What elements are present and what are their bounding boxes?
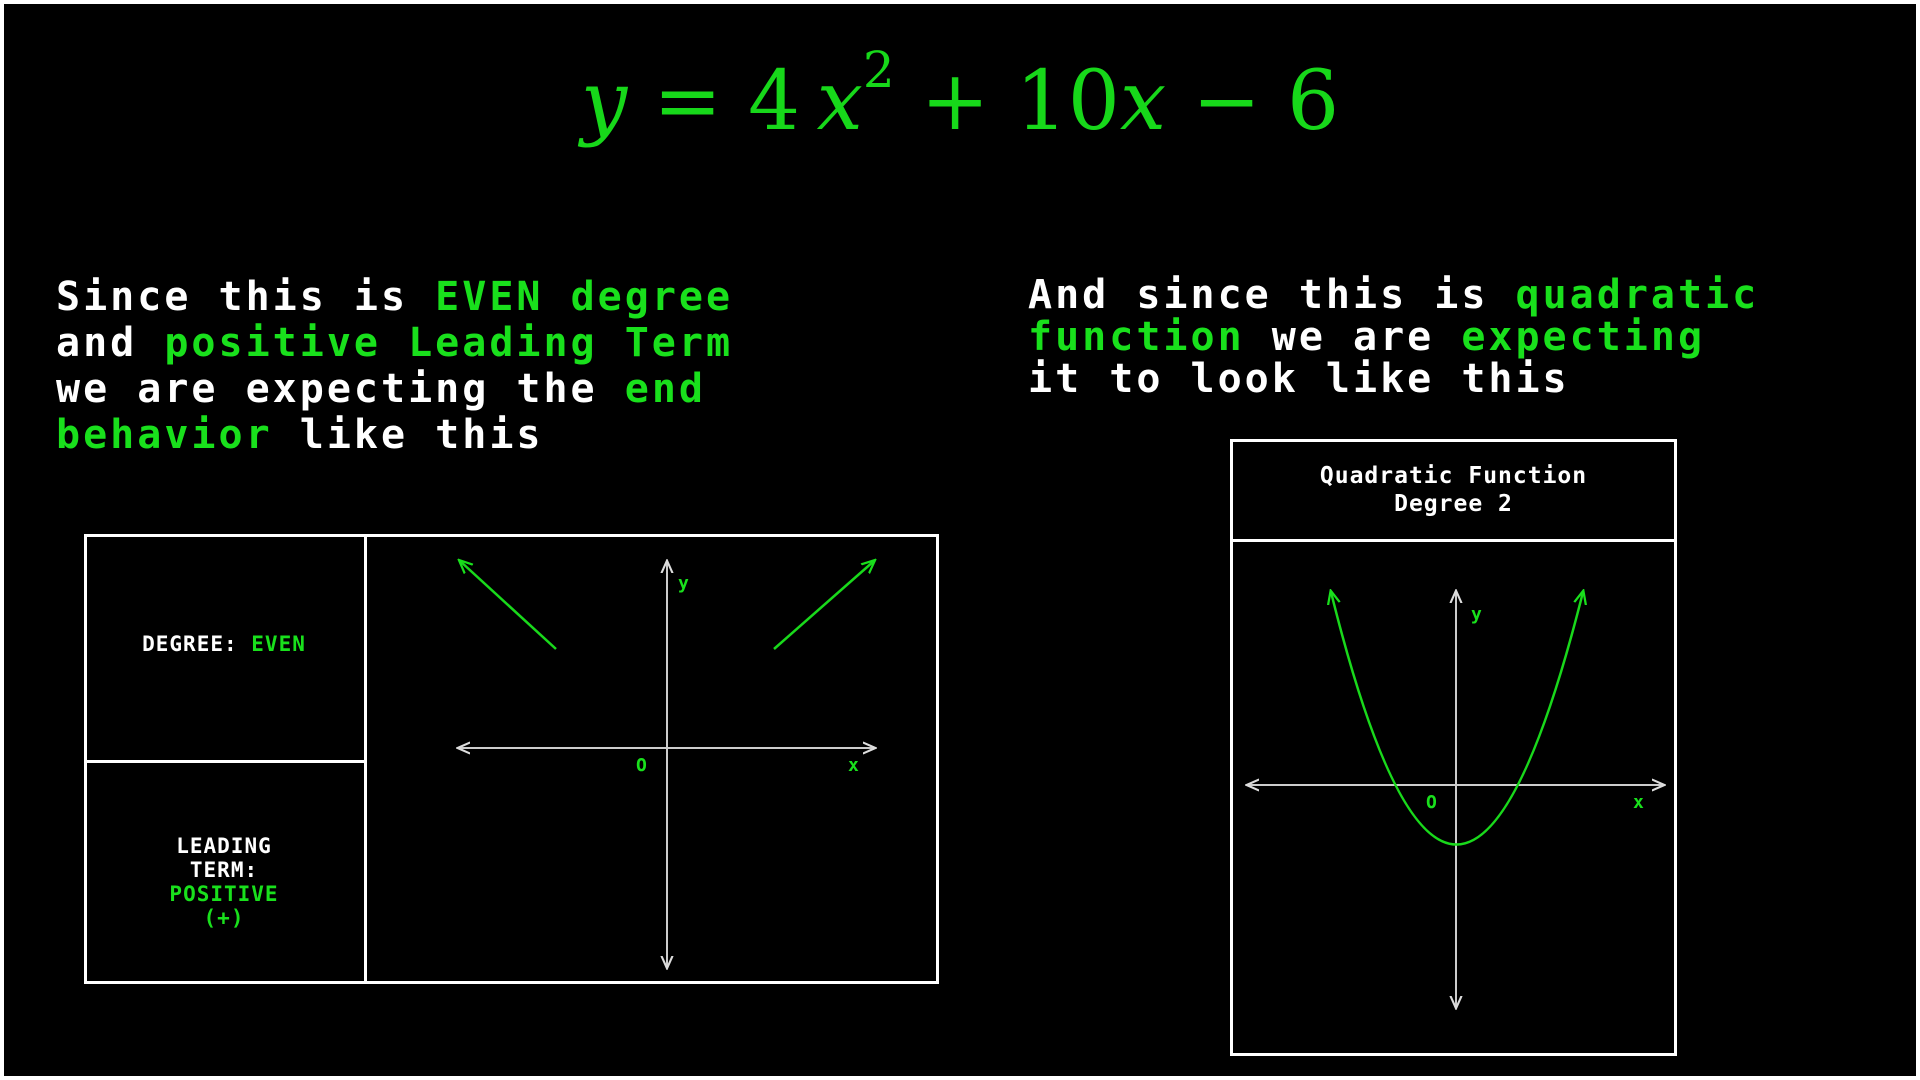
- parabola-curve: [1331, 592, 1583, 846]
- card-divider: [1233, 539, 1674, 542]
- left-end-arrow: [460, 561, 557, 650]
- quadratic-explanation: And since this is quadratic function we …: [1028, 272, 1760, 402]
- degree-cell: DEGREE: EVEN: [84, 534, 367, 763]
- end-behavior-explanation: Since this is EVEN degree and positive L…: [56, 274, 734, 458]
- end-behavior-table: DEGREE: EVEN LEADING TERM: POSITIVE (+): [84, 534, 939, 984]
- slide: y = 4 x2 + 10x − 6 Since this is EVEN de…: [4, 4, 1916, 1076]
- degree-label: DEGREE: EVEN: [142, 632, 306, 656]
- end-behavior-graph: y O x: [364, 537, 936, 981]
- x-axis-label: x: [1633, 792, 1644, 813]
- leading-term-cell: LEADING TERM: POSITIVE (+): [84, 760, 367, 984]
- origin-label: O: [636, 755, 647, 776]
- right-end-arrow: [773, 561, 874, 650]
- x-axis-label: x: [848, 755, 859, 776]
- leading-term-label: LEADING TERM: POSITIVE (+): [169, 834, 279, 930]
- quadratic-card: Quadratic Function Degree 2 y O x: [1230, 439, 1677, 1056]
- equation: y = 4 x2 + 10x − 6: [580, 40, 1340, 149]
- parabola-graph: y O x: [1233, 542, 1674, 1053]
- quadratic-card-title: Quadratic Function Degree 2: [1319, 463, 1588, 517]
- origin-label: O: [1426, 792, 1437, 813]
- y-axis-label: y: [678, 573, 689, 594]
- y-axis-label: y: [1471, 604, 1482, 625]
